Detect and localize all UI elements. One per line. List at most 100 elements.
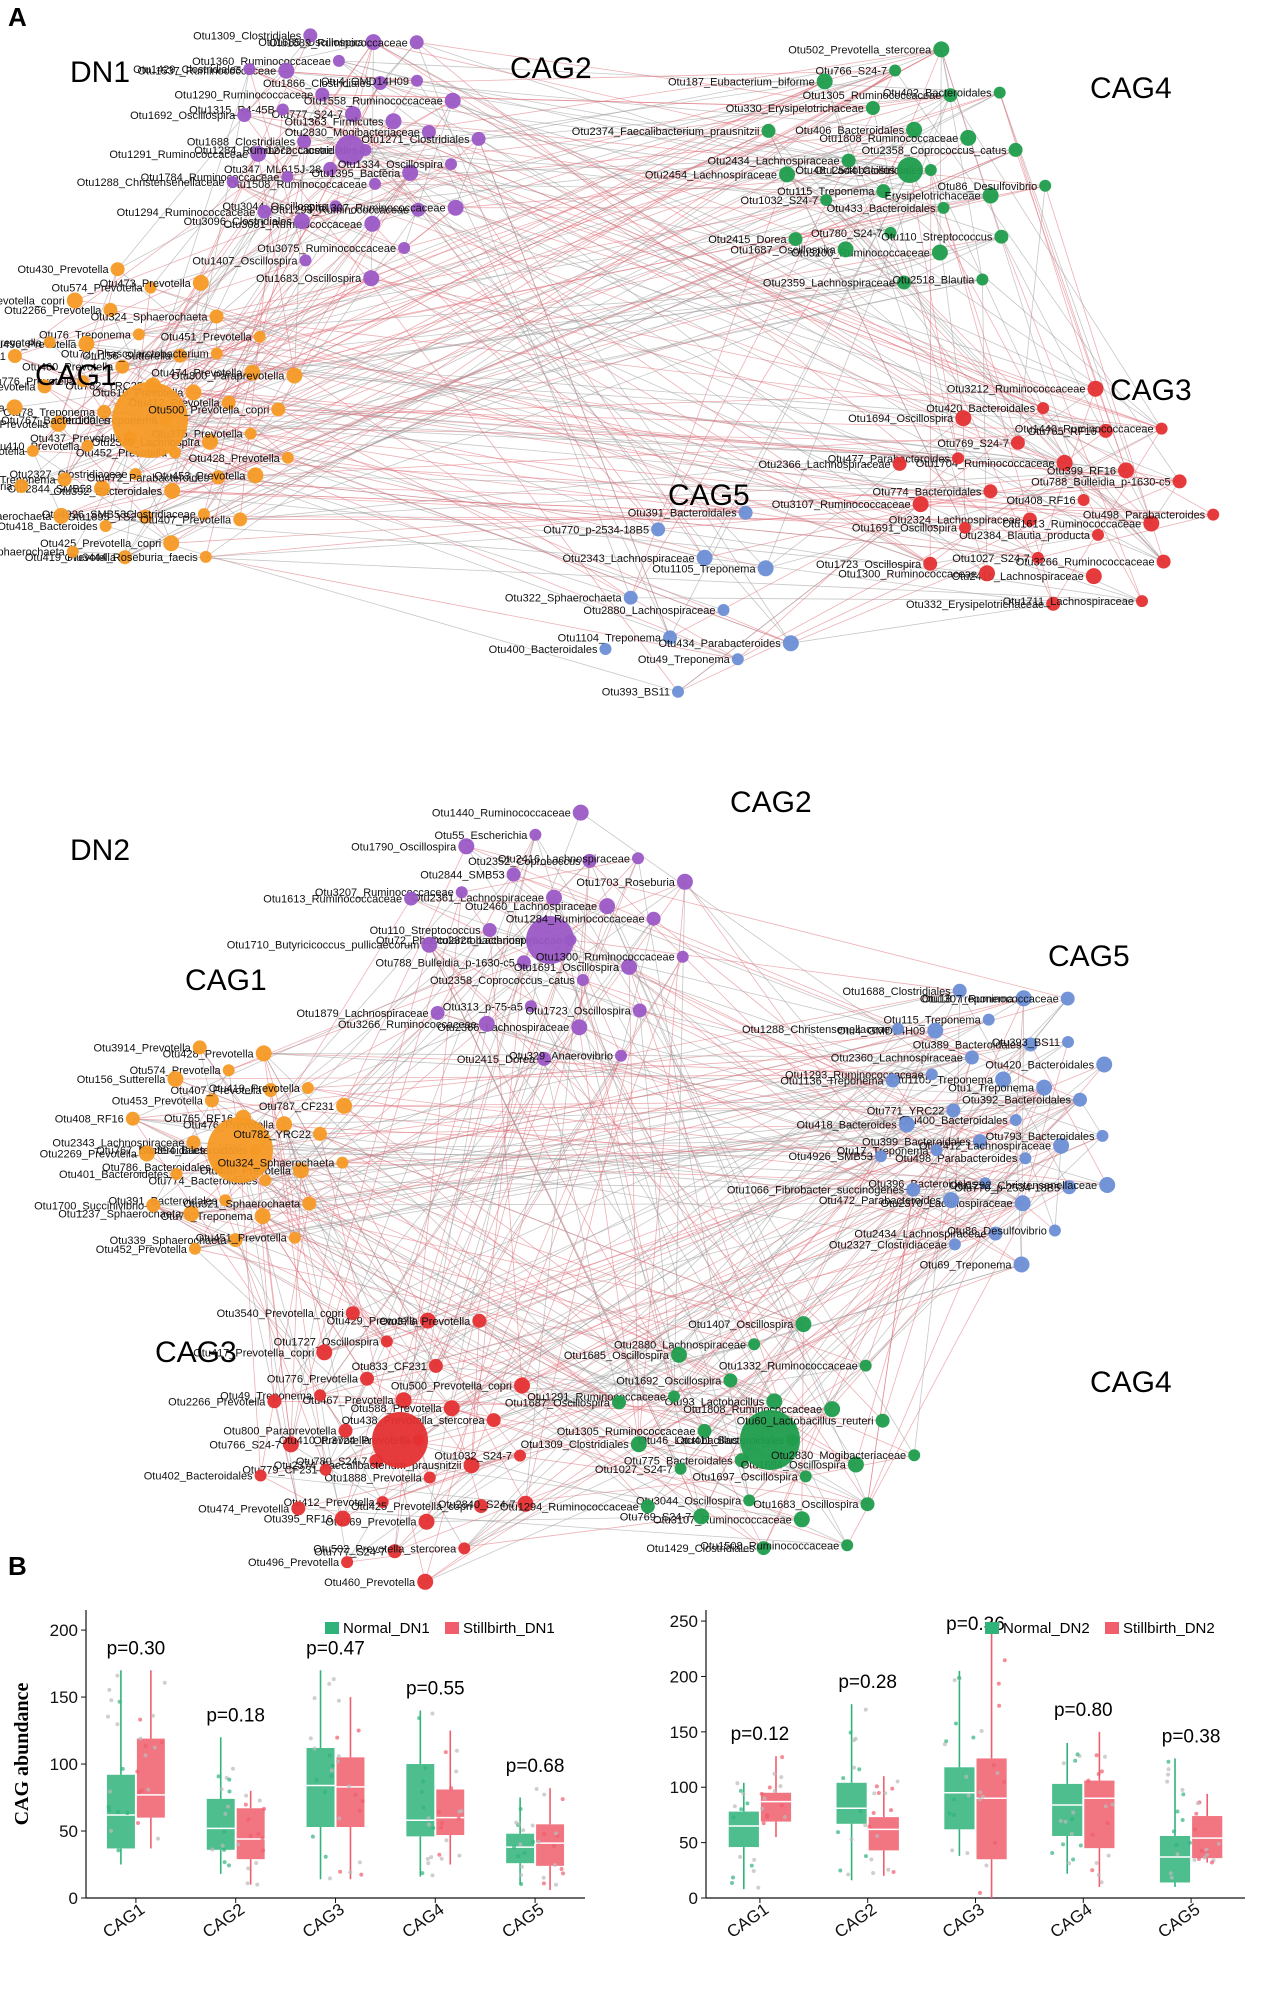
sample-point [993, 1841, 997, 1845]
node-marker [267, 1394, 281, 1408]
network-node: Otu324_Sphaerochaeta [91, 310, 224, 324]
network-node: Otu1105_Treponema [652, 560, 773, 576]
node-label: Otu1711_Lachnospiraceae [1003, 596, 1134, 608]
node-label: Otu800_Paraprevotella [171, 371, 285, 383]
node-label: Otu460_Prevotella [324, 1577, 416, 1589]
sample-point [521, 1828, 525, 1832]
node-marker [672, 686, 684, 698]
network-node: Otu1407_Oscillospira [192, 254, 311, 267]
node-marker [983, 484, 997, 498]
sample-point [864, 1708, 868, 1712]
node-label: Otu86_Desulfovibrio [947, 1226, 1047, 1238]
node-marker [316, 1344, 332, 1360]
sample-point [857, 1767, 861, 1771]
node-marker [529, 829, 541, 841]
node-label: Otu1692_Oscillospira [616, 1375, 722, 1387]
sample-point [997, 1704, 1001, 1708]
network-node: Otu339_Sphaerochaeta [0, 399, 23, 415]
node-label: Otu313_p-75-a5 [443, 1001, 523, 1013]
network-node: Otu2460_Lachnospiraceae [465, 898, 615, 914]
node-marker [933, 41, 949, 57]
sample-point [244, 1803, 248, 1807]
node-marker [444, 1400, 460, 1416]
network-node: Otu3075_Ruminococcaceae [257, 242, 410, 255]
network-node: Otu1300_Ruminococcaceae [536, 951, 689, 964]
y-tick-label: 100 [670, 1778, 698, 1797]
sample-point [896, 1780, 900, 1784]
sample-point [868, 1825, 872, 1829]
node-marker [200, 551, 212, 563]
sample-point [561, 1797, 565, 1801]
network-node: Otu770_p-2534-18B5 [543, 522, 665, 536]
node-marker [479, 1016, 495, 1032]
sample-point [762, 1821, 766, 1825]
sample-point [520, 1865, 524, 1869]
sample-point [965, 1851, 969, 1855]
node-label: Otu1294_Ruminococcaceae [500, 1501, 639, 1513]
sample-point [542, 1793, 546, 1797]
node-marker [257, 205, 271, 219]
sample-point [739, 1807, 743, 1811]
y-tick-label: 150 [50, 1688, 78, 1707]
sample-point [892, 1870, 896, 1874]
node-marker [1096, 1057, 1112, 1073]
box-iqr [1052, 1784, 1082, 1836]
node-label: Otu392_Bacteroidales [962, 1095, 1071, 1107]
y-tick-label: 50 [679, 1834, 698, 1853]
sample-point [143, 1753, 147, 1757]
node-marker [286, 368, 302, 384]
sample-point [358, 1809, 362, 1813]
node-marker [820, 194, 832, 206]
sample-point [223, 1812, 227, 1816]
node-label: Otu782_YRC22 [233, 1129, 311, 1141]
node-marker [817, 73, 833, 89]
node-label: Otu3444_Roseburia_faecis [64, 552, 198, 564]
network-node: Otu419_Prevotella [209, 1082, 314, 1095]
node-marker [723, 1373, 737, 1387]
sample-point [980, 1729, 984, 1733]
network-node: Otu86_Desulfovibrio [938, 180, 1052, 193]
p-value: p=0.30 [107, 1638, 166, 1659]
node-label: Otu1294_Ruminococcaceae [117, 207, 256, 219]
node-marker [291, 1501, 305, 1515]
node-label: Otu419_Prevotella [209, 1083, 301, 1095]
sample-point [116, 1810, 120, 1814]
sample-point [531, 1840, 535, 1844]
sample-point [519, 1882, 523, 1886]
sample-point [331, 1763, 335, 1767]
node-label: Otu776_Prevotella [267, 1374, 359, 1386]
cag-title: CAG3 [155, 1336, 237, 1369]
sample-point [125, 1811, 129, 1815]
node-label: Otu3266_Ruminococcaceae [1016, 557, 1155, 569]
box-iqr [137, 1739, 165, 1818]
node-marker [111, 262, 125, 276]
node-marker [514, 1450, 526, 1462]
sample-point [1070, 1832, 1074, 1836]
sample-point [852, 1766, 856, 1770]
node-label: Otu2266_Prevotella [168, 1396, 266, 1408]
node-label: Otu452_Prevotella [96, 1244, 188, 1256]
sample-point [1097, 1772, 1101, 1776]
node-marker [472, 132, 486, 146]
sample-point [420, 1790, 424, 1794]
node-label: Otu787_CF231 [259, 1101, 334, 1113]
cag-title: CAG2 [510, 52, 592, 85]
sample-point [246, 1818, 250, 1822]
node-marker [875, 1150, 887, 1162]
node-marker [1136, 595, 1148, 607]
node-marker [278, 63, 294, 79]
sample-point [838, 1869, 842, 1873]
node-marker [171, 1168, 183, 1180]
sample-point [417, 1716, 421, 1720]
box-iqr [1160, 1836, 1190, 1883]
node-marker [429, 1359, 443, 1373]
node-marker [419, 1514, 435, 1530]
sample-point [327, 1682, 331, 1686]
node-label: Otu1271_Clostridiales [361, 134, 470, 146]
sample-point [995, 1771, 999, 1775]
sample-point [1166, 1760, 1170, 1764]
box-iqr [1084, 1781, 1114, 1849]
sample-point [836, 1830, 840, 1834]
node-marker [1156, 423, 1168, 435]
node-label: Otu767_Bacteroidales [1, 415, 110, 427]
